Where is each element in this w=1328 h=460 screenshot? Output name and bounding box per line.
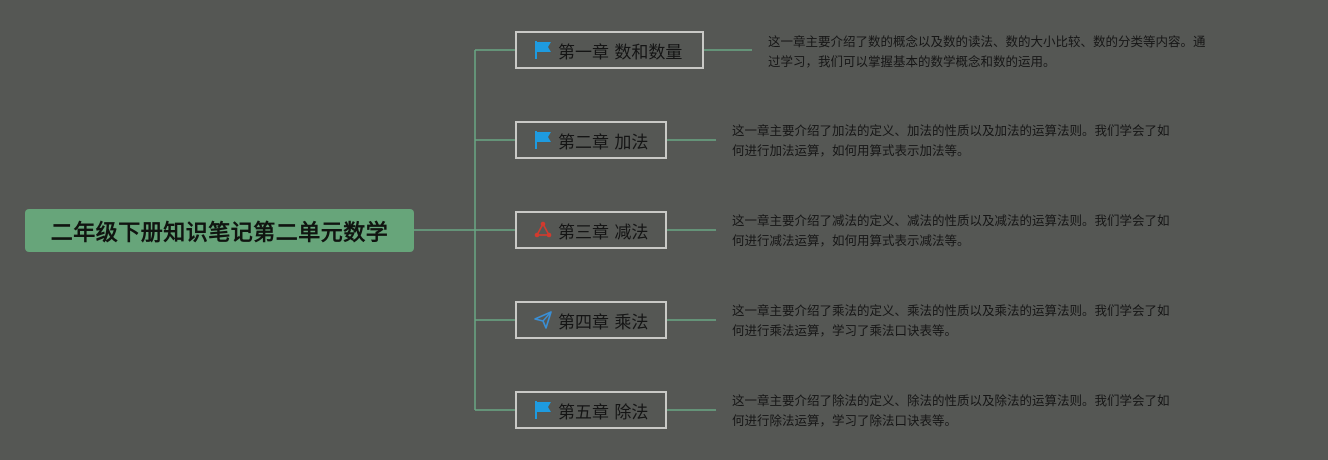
blue-flag-icon [532,129,554,151]
chapter-topic-label: 第三章 减法 [558,222,649,243]
chapter-topic-2[interactable]: 第二章 加法 [515,121,667,159]
chapter-topic-1[interactable]: 第一章 数和数量 [515,31,704,69]
chapter-note-4: 这一章主要介绍了乘法的定义、乘法的性质以及乘法的运算法则。我们学会了如 何进行乘… [732,301,1170,341]
red-network-icon [532,219,554,241]
chapter-note-2: 这一章主要介绍了加法的定义、加法的性质以及加法的运算法则。我们学会了如 何进行加… [732,121,1170,161]
note-line: 这一章主要介绍了减法的定义、减法的性质以及减法的运算法则。我们学会了如 [732,213,1170,228]
note-line: 这一章主要介绍了数的概念以及数的读法、数的大小比较、数的分类等内容。通 [768,34,1206,49]
paper-plane-icon [532,309,554,331]
root-topic-label: 二年级下册知识笔记第二单元数学 [50,220,389,246]
chapter-topic-label: 第二章 加法 [558,132,649,153]
root-topic[interactable]: 二年级下册知识笔记第二单元数学 [25,209,414,252]
note-line: 过学习，我们可以掌握基本的数学概念和数的运用。 [768,54,1056,69]
chapter-topic-3[interactable]: 第三章 减法 [515,211,667,249]
chapter-note-1: 这一章主要介绍了数的概念以及数的读法、数的大小比较、数的分类等内容。通 过学习，… [768,32,1206,72]
chapter-topic-5[interactable]: 第五章 除法 [515,391,667,429]
note-line: 何进行乘法运算，学习了乘法口诀表等。 [732,323,958,338]
blue-flag-icon [532,399,554,421]
note-line: 何进行除法运算，学习了除法口诀表等。 [732,413,958,428]
chapter-topic-label: 第一章 数和数量 [558,42,683,63]
chapter-note-3: 这一章主要介绍了减法的定义、减法的性质以及减法的运算法则。我们学会了如 何进行减… [732,211,1170,251]
note-line: 这一章主要介绍了乘法的定义、乘法的性质以及乘法的运算法则。我们学会了如 [732,303,1170,318]
chapter-topic-label: 第五章 除法 [558,402,649,423]
blue-flag-icon [532,39,554,61]
note-line: 这一章主要介绍了除法的定义、除法的性质以及除法的运算法则。我们学会了如 [732,393,1170,408]
note-line: 何进行加法运算，如何用算式表示加法等。 [732,143,970,158]
note-line: 这一章主要介绍了加法的定义、加法的性质以及加法的运算法则。我们学会了如 [732,123,1170,138]
chapter-topic-4[interactable]: 第四章 乘法 [515,301,667,339]
note-line: 何进行减法运算，如何用算式表示减法等。 [732,233,970,248]
chapter-note-5: 这一章主要介绍了除法的定义、除法的性质以及除法的运算法则。我们学会了如 何进行除… [732,391,1170,431]
chapter-topic-label: 第四章 乘法 [558,312,649,333]
